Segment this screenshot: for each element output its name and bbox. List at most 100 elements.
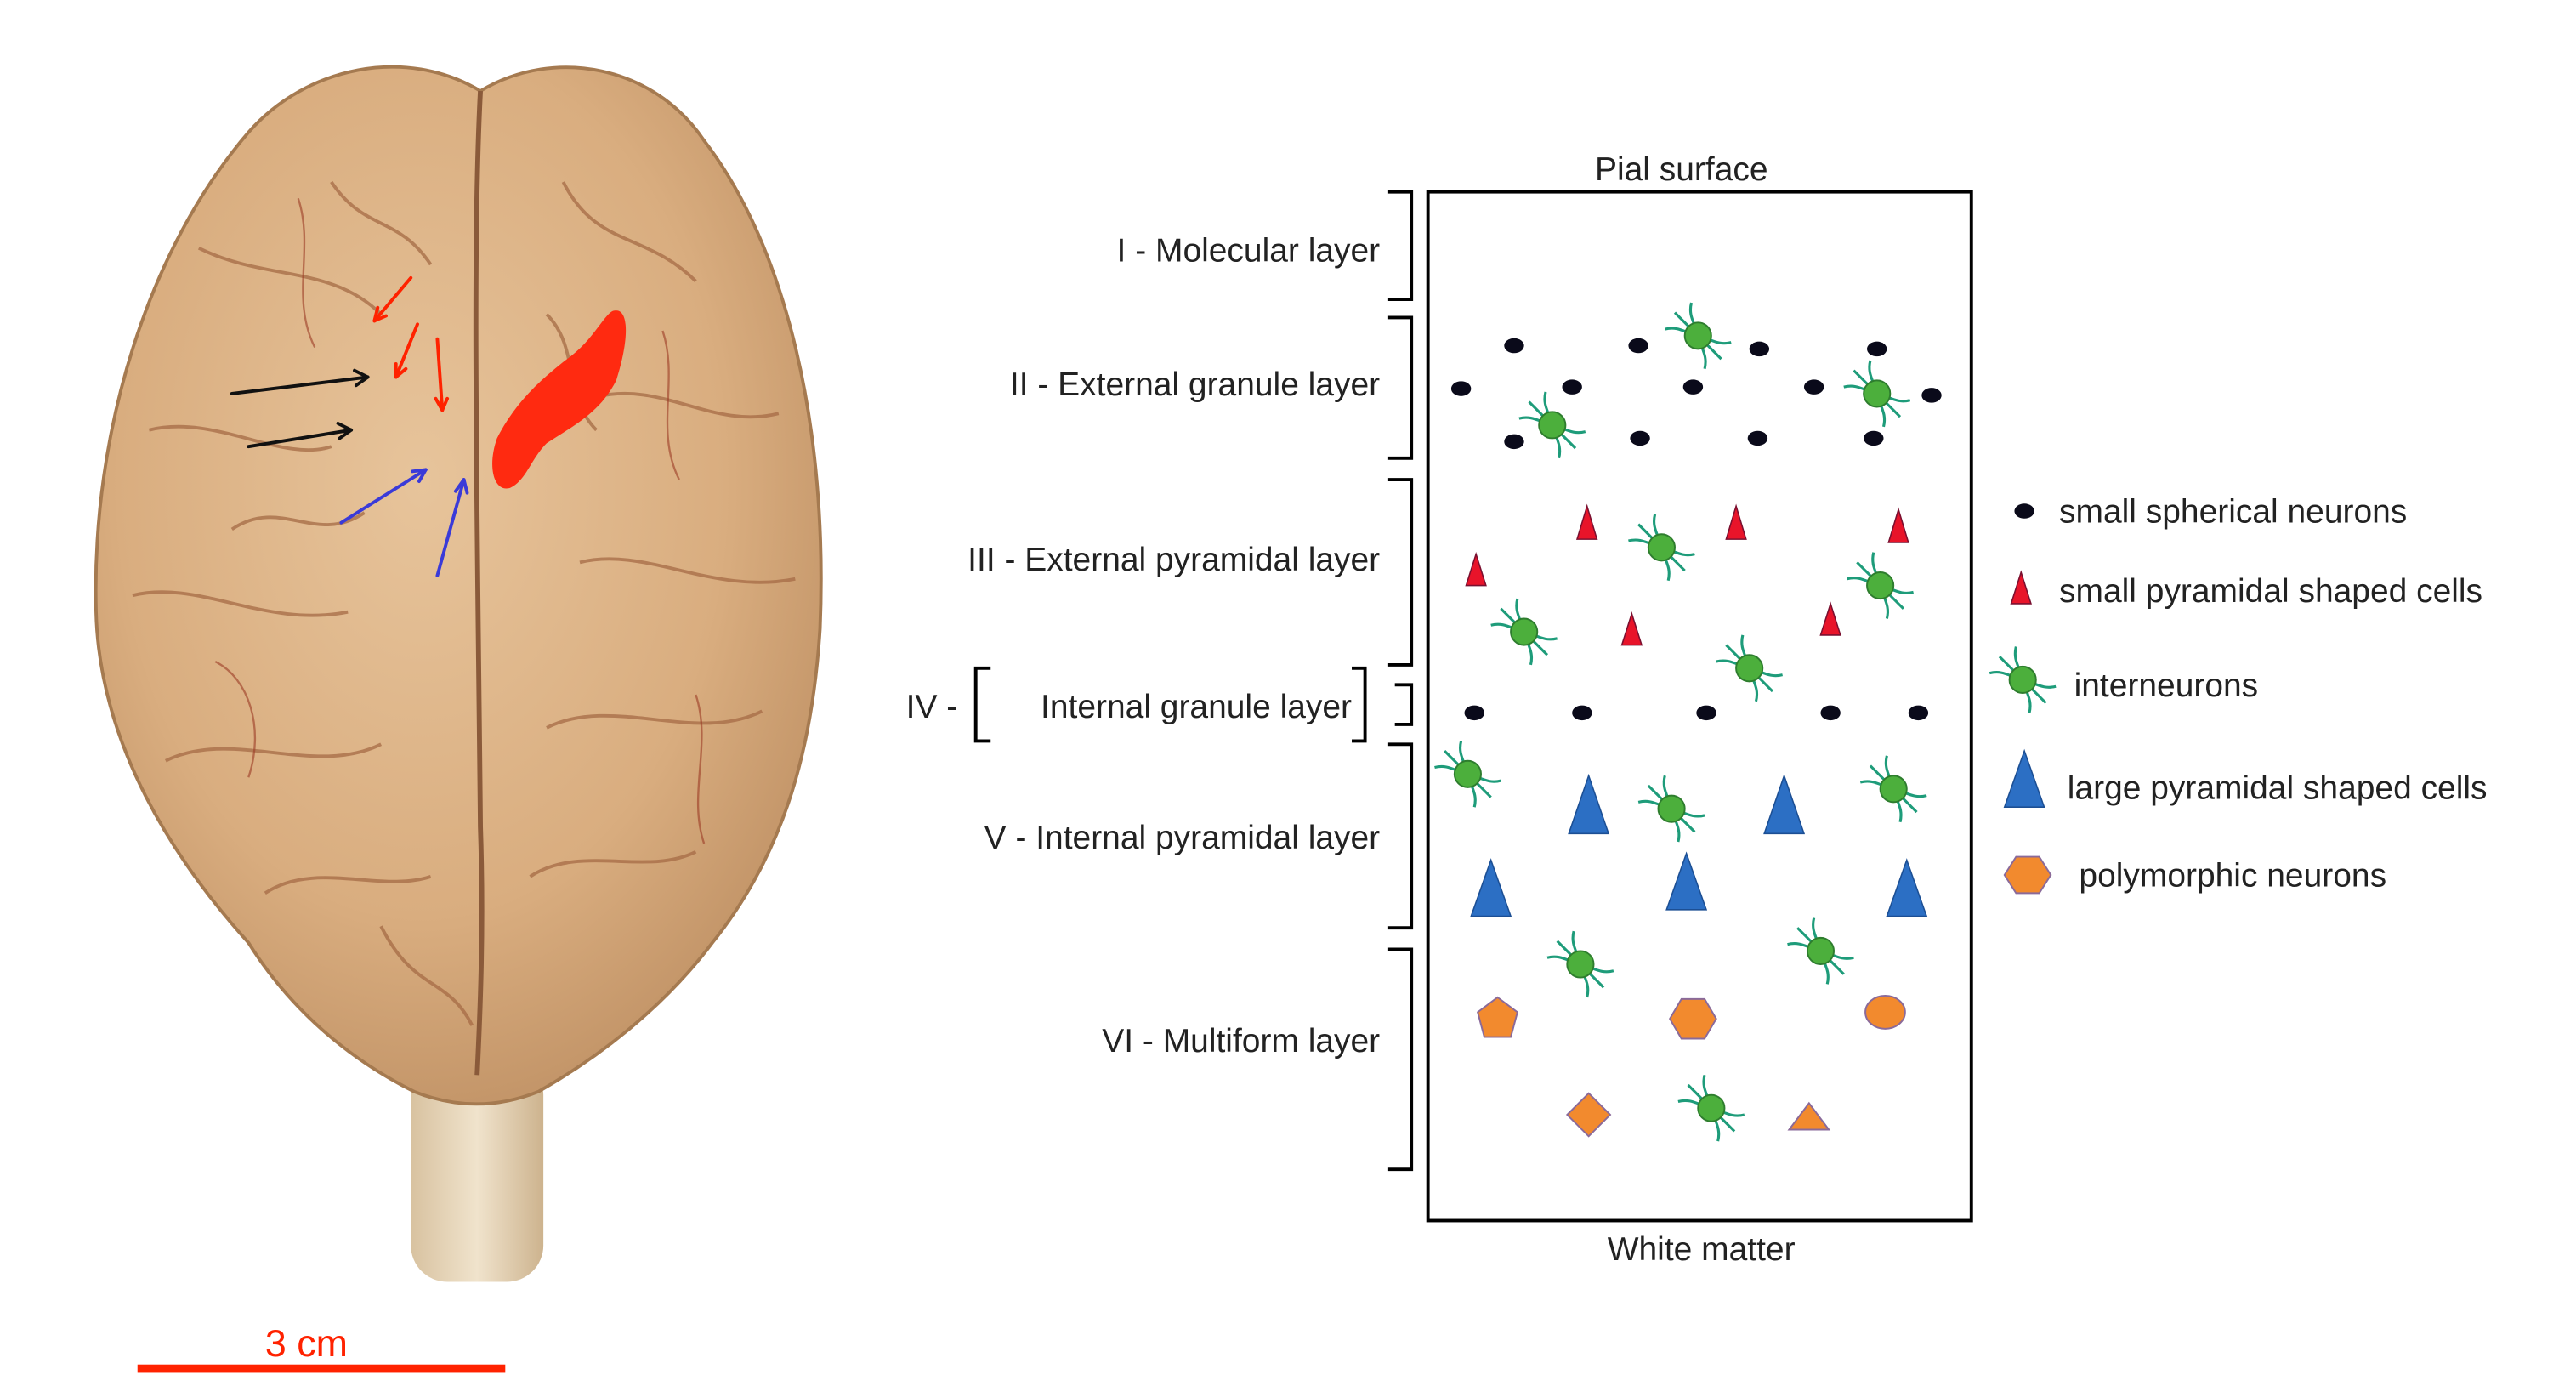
red-arrow-1 <box>372 275 413 323</box>
blue-arrow-1 <box>339 468 428 525</box>
spherical-neuron <box>1682 379 1704 395</box>
spherical-neuron <box>1630 430 1650 446</box>
interneuron <box>1626 513 1696 582</box>
pial-surface-label: Pial surface <box>1595 151 1768 188</box>
interneuron <box>1546 929 1615 999</box>
legend-label: interneurons <box>2074 667 2259 704</box>
legend-item: small pyramidal shaped cells <box>2010 570 2482 610</box>
large-pyramidal-cell <box>1470 858 1512 917</box>
scale-bar-line <box>137 1364 506 1373</box>
brain-sulci <box>132 180 796 1026</box>
layer-diagram: Pial surface White matter I - Molecular … <box>906 151 1973 1268</box>
polymorphic-neuron-pentagon <box>1476 996 1518 1038</box>
red-arrow-3 <box>435 337 445 412</box>
spherical-neuron <box>1921 388 1942 403</box>
small-spherical-neurons <box>1450 338 1942 721</box>
polymorphic-neuron-oval <box>1864 994 1906 1030</box>
polymorphic-neuron-diamond <box>1565 1092 1612 1138</box>
scale-bar: 3 cm <box>137 1322 506 1373</box>
legend-item: interneurons <box>1988 645 2259 714</box>
white-matter-label: White matter <box>1608 1231 1796 1268</box>
small-pyramidal-cell <box>1575 503 1598 540</box>
large-pyramidal-cells <box>1470 773 1928 917</box>
spherical-neuron <box>1464 705 1484 721</box>
large-pyramidal-cell <box>1665 851 1708 911</box>
large-pyramidal-cell <box>1568 773 1610 835</box>
spherical-neuron <box>1504 434 1524 450</box>
spherical-neuron <box>1696 705 1716 721</box>
spherical-neuron <box>1749 341 1770 357</box>
polymorphic-neurons <box>1476 994 1906 1138</box>
layer-label-iv-name: Internal granule layer <box>1041 689 1352 725</box>
spherical-neuron <box>1628 338 1648 354</box>
layer-label-v: V - Internal pyramidal layer <box>984 820 1381 856</box>
legend-label: large pyramidal shaped cells <box>2068 770 2488 807</box>
interneuron <box>1842 359 1912 429</box>
spherical-neuron <box>1450 381 1472 396</box>
small-pyramidal-cell <box>1620 611 1643 646</box>
lesion-highlight <box>492 310 627 489</box>
layer-label-iii: III - External pyramidal layer <box>967 542 1380 578</box>
interneuron <box>1785 916 1855 986</box>
legend: small spherical neurons small pyramidal … <box>1988 494 2488 895</box>
bracket-layer-iv-right <box>1352 666 1367 743</box>
interneuron <box>1677 1073 1746 1143</box>
layer-label-i: I - Molecular layer <box>1117 232 1381 269</box>
orange-hexagon-icon <box>2003 855 2052 895</box>
legend-item: polymorphic neurons <box>2003 855 2386 895</box>
layer-label-ii: II - External granule layer <box>1010 366 1380 403</box>
interneuron <box>1637 774 1706 844</box>
brainstem <box>411 1058 544 1282</box>
bracket-layer-ii <box>1387 315 1414 460</box>
black-arrow-2 <box>247 428 354 449</box>
spherical-neuron <box>1803 379 1824 395</box>
polymorphic-neuron-triangle <box>1787 1101 1831 1131</box>
black-dot-icon <box>2014 503 2034 519</box>
annotation-arrows <box>230 275 469 577</box>
interneuron <box>1433 739 1502 809</box>
cortex-box <box>1426 190 1973 1223</box>
spherical-neuron <box>1572 705 1592 721</box>
legend-item: small spherical neurons <box>2014 494 2407 531</box>
brain-image <box>94 65 823 1282</box>
blue-arrow-2 <box>435 478 466 577</box>
spherical-neuron <box>1820 705 1841 721</box>
small-pyramidal-cell <box>1819 601 1841 636</box>
bracket-layer-vi <box>1387 947 1414 1172</box>
brain-cortex <box>94 65 823 1106</box>
red-triangle-icon <box>2010 570 2032 605</box>
brain-vessels <box>214 198 706 844</box>
red-arrow-2 <box>394 322 419 379</box>
layer-brackets <box>973 190 1414 1172</box>
bracket-layer-iv <box>1394 683 1414 726</box>
green-interneuron-icon <box>1988 645 2057 714</box>
small-pyramidal-cells <box>1465 503 1909 646</box>
small-pyramidal-cell <box>1465 552 1487 587</box>
scale-bar-label: 3 cm <box>265 1322 348 1365</box>
spherical-neuron <box>1562 379 1582 395</box>
interneuron <box>1715 633 1784 703</box>
large-pyramidal-cell <box>1886 858 1928 917</box>
bracket-layer-i <box>1387 190 1414 302</box>
spherical-neuron <box>1504 338 1524 354</box>
small-pyramidal-cell <box>1887 507 1909 543</box>
blue-triangle-icon <box>2003 748 2045 808</box>
spherical-neuron <box>1908 705 1929 721</box>
spherical-neuron <box>1867 341 1887 357</box>
bracket-layer-v <box>1387 742 1414 930</box>
spherical-neuron <box>1864 430 1884 446</box>
longitudinal-fissure <box>473 90 485 1076</box>
small-pyramidal-cell <box>1725 503 1747 540</box>
bracket-layer-iv-left <box>973 666 991 743</box>
layer-label-vi: VI - Multiform layer <box>1102 1023 1380 1059</box>
legend-label: small spherical neurons <box>2059 494 2407 531</box>
spherical-neuron <box>1747 430 1768 446</box>
polymorphic-neuron-hexagon <box>1669 997 1717 1040</box>
bracket-layer-iii <box>1387 478 1414 667</box>
interneuron <box>1489 597 1559 667</box>
interneuron <box>1518 390 1587 460</box>
black-arrow-1 <box>230 375 370 395</box>
interneuron <box>1663 301 1733 371</box>
layer-label-iv-numeral: IV - <box>906 689 958 725</box>
